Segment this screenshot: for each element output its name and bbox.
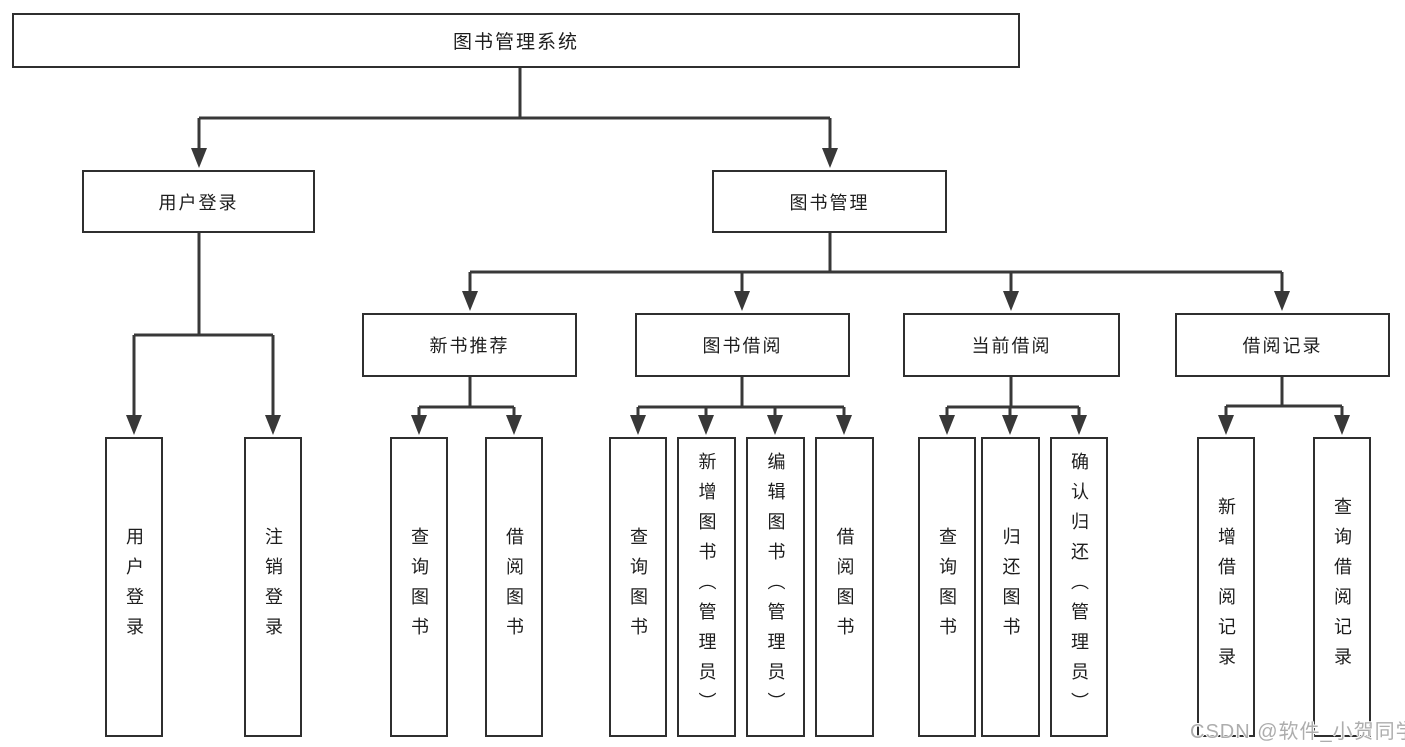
node-book-borrow: 图书借阅 — [635, 313, 850, 377]
leaf-newbook-query-label: 查询图书 — [409, 527, 429, 647]
csdn-watermark: CSDN @软件_小贺同学 — [1190, 721, 1405, 743]
arrowheads — [126, 148, 1350, 435]
leaf-logout-label: 注销登录 — [263, 527, 283, 647]
leaf-borrow-addbook-admin-label: 新增图书（管理员） — [696, 452, 717, 722]
leaf-borrow-addbook-admin: 新增图书（管理员） — [677, 437, 736, 737]
leaf-borrow-editbook-admin: 编辑图书（管理员） — [746, 437, 805, 737]
leaf-add-borrow-record-label: 新增借阅记录 — [1216, 497, 1236, 677]
node-book-borrow-label: 图书借阅 — [702, 336, 783, 356]
leaf-current-query-label: 查询图书 — [937, 527, 957, 647]
leaf-current-query: 查询图书 — [918, 437, 976, 737]
edge-records-to-leaves — [1224, 377, 1344, 419]
node-library-system: 图书管理系统 — [12, 13, 1020, 68]
leaf-newbook-borrow-label: 借阅图书 — [504, 527, 524, 647]
edge-root-to-level2 — [197, 68, 832, 150]
leaf-newbook-query: 查询图书 — [390, 437, 448, 737]
node-user-login: 用户登录 — [82, 170, 315, 233]
edge-login-to-leaves — [132, 233, 275, 419]
leaf-add-borrow-record: 新增借阅记录 — [1197, 437, 1255, 737]
leaf-return-book: 归还图书 — [981, 437, 1040, 737]
node-book-management-label: 图书管理 — [789, 192, 870, 213]
node-new-book-recommend-label: 新书推荐 — [429, 336, 510, 356]
node-user-login-label: 用户登录 — [158, 192, 239, 213]
leaf-query-borrow-record-label: 查询借阅记录 — [1332, 497, 1352, 677]
leaf-user-login-label: 用户登录 — [124, 527, 144, 647]
node-new-book-recommend: 新书推荐 — [362, 313, 577, 377]
leaf-borrow-book-label: 借阅图书 — [834, 527, 855, 647]
leaf-confirm-return-admin-label: 确认归还（管理员） — [1069, 452, 1089, 722]
node-current-borrow-label: 当前借阅 — [971, 336, 1052, 356]
edge-mgmt-to-level3 — [468, 233, 1284, 295]
leaf-borrow-query: 查询图书 — [609, 437, 667, 737]
leaf-query-borrow-record: 查询借阅记录 — [1313, 437, 1371, 737]
node-current-borrow: 当前借阅 — [903, 313, 1120, 377]
edge-newbook-to-leaves — [417, 377, 516, 419]
leaf-newbook-borrow: 借阅图书 — [485, 437, 543, 737]
leaf-logout: 注销登录 — [244, 437, 302, 737]
leaf-user-login: 用户登录 — [105, 437, 163, 737]
leaf-return-book-label: 归还图书 — [1000, 527, 1021, 647]
leaf-borrow-book: 借阅图书 — [815, 437, 874, 737]
node-library-system-label: 图书管理系统 — [452, 32, 579, 53]
node-borrow-records: 借阅记录 — [1175, 313, 1390, 377]
edge-current-to-leaves — [945, 377, 1081, 419]
node-book-management: 图书管理 — [712, 170, 947, 233]
leaf-borrow-editbook-admin-label: 编辑图书（管理员） — [765, 452, 786, 722]
node-borrow-records-label: 借阅记录 — [1242, 336, 1323, 356]
leaf-confirm-return-admin: 确认归还（管理员） — [1050, 437, 1108, 737]
leaf-borrow-query-label: 查询图书 — [628, 527, 648, 647]
edge-bookborrow-to-leaves — [636, 377, 846, 419]
